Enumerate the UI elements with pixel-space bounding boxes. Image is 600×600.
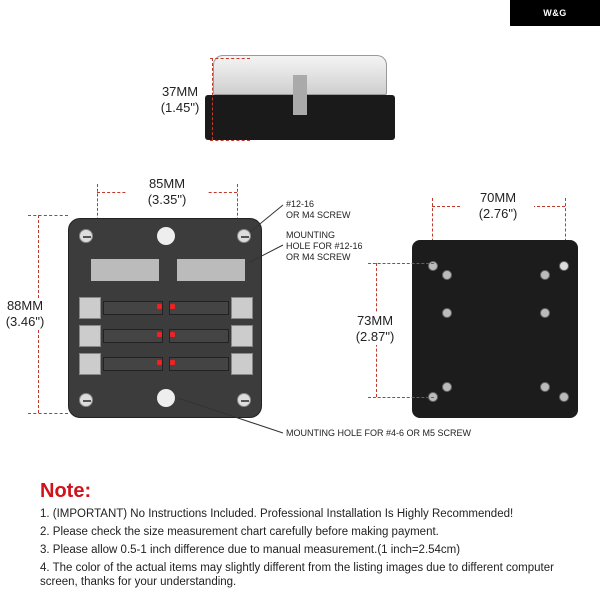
dim-line xyxy=(210,58,250,59)
dim-line xyxy=(97,184,98,230)
dim-line xyxy=(28,215,68,216)
top-height-mm: 37MM xyxy=(161,84,199,99)
top-height-in: (1.45") xyxy=(160,100,200,115)
dim-line xyxy=(28,413,68,414)
callout-bottom: MOUNTING HOLE FOR #4-6 OR M5 SCREW xyxy=(286,428,472,438)
note-item: 1. (IMPORTANT) No Instructions Included.… xyxy=(40,508,514,520)
back-height-mm: 73MM xyxy=(356,313,394,328)
callout-mount-line1: MOUNTING xyxy=(286,230,335,240)
logo-text: W&G xyxy=(543,8,567,18)
dim-line xyxy=(368,263,434,264)
back-width-mm: 70MM xyxy=(479,190,517,205)
fuse-box-front xyxy=(68,218,262,418)
callout-screw-line2: OR M4 SCREW xyxy=(286,210,351,220)
front-width-mm: 85MM xyxy=(148,176,186,191)
dim-line xyxy=(237,184,238,230)
front-height-in: (3.46") xyxy=(5,314,45,329)
note-item: 3. Please allow 0.5-1 inch difference du… xyxy=(40,544,461,556)
dim-line xyxy=(212,58,213,140)
dim-line xyxy=(432,198,433,262)
front-height-mm: 88MM xyxy=(6,298,44,313)
fuse-box-back xyxy=(412,240,578,418)
brand-logo: W&G xyxy=(510,0,600,26)
dim-line xyxy=(210,140,250,141)
front-width-in: (3.35") xyxy=(147,192,187,207)
callout-screw-line1: #12-16 xyxy=(286,199,315,209)
note-item: 4. The color of the actual items may sli… xyxy=(40,562,554,588)
dim-line xyxy=(368,397,434,398)
back-height-in: (2.87") xyxy=(355,329,395,344)
callout-mount-line3: OR M4 SCREW xyxy=(286,252,351,262)
top-view-product xyxy=(205,55,395,140)
note-title: Note: xyxy=(40,480,92,502)
note-item: 2. Please check the size measurement cha… xyxy=(40,526,439,538)
back-width-in: (2.76") xyxy=(478,206,518,221)
dim-line xyxy=(565,198,566,262)
callout-mount-line2: HOLE FOR #12-16 xyxy=(286,241,363,251)
